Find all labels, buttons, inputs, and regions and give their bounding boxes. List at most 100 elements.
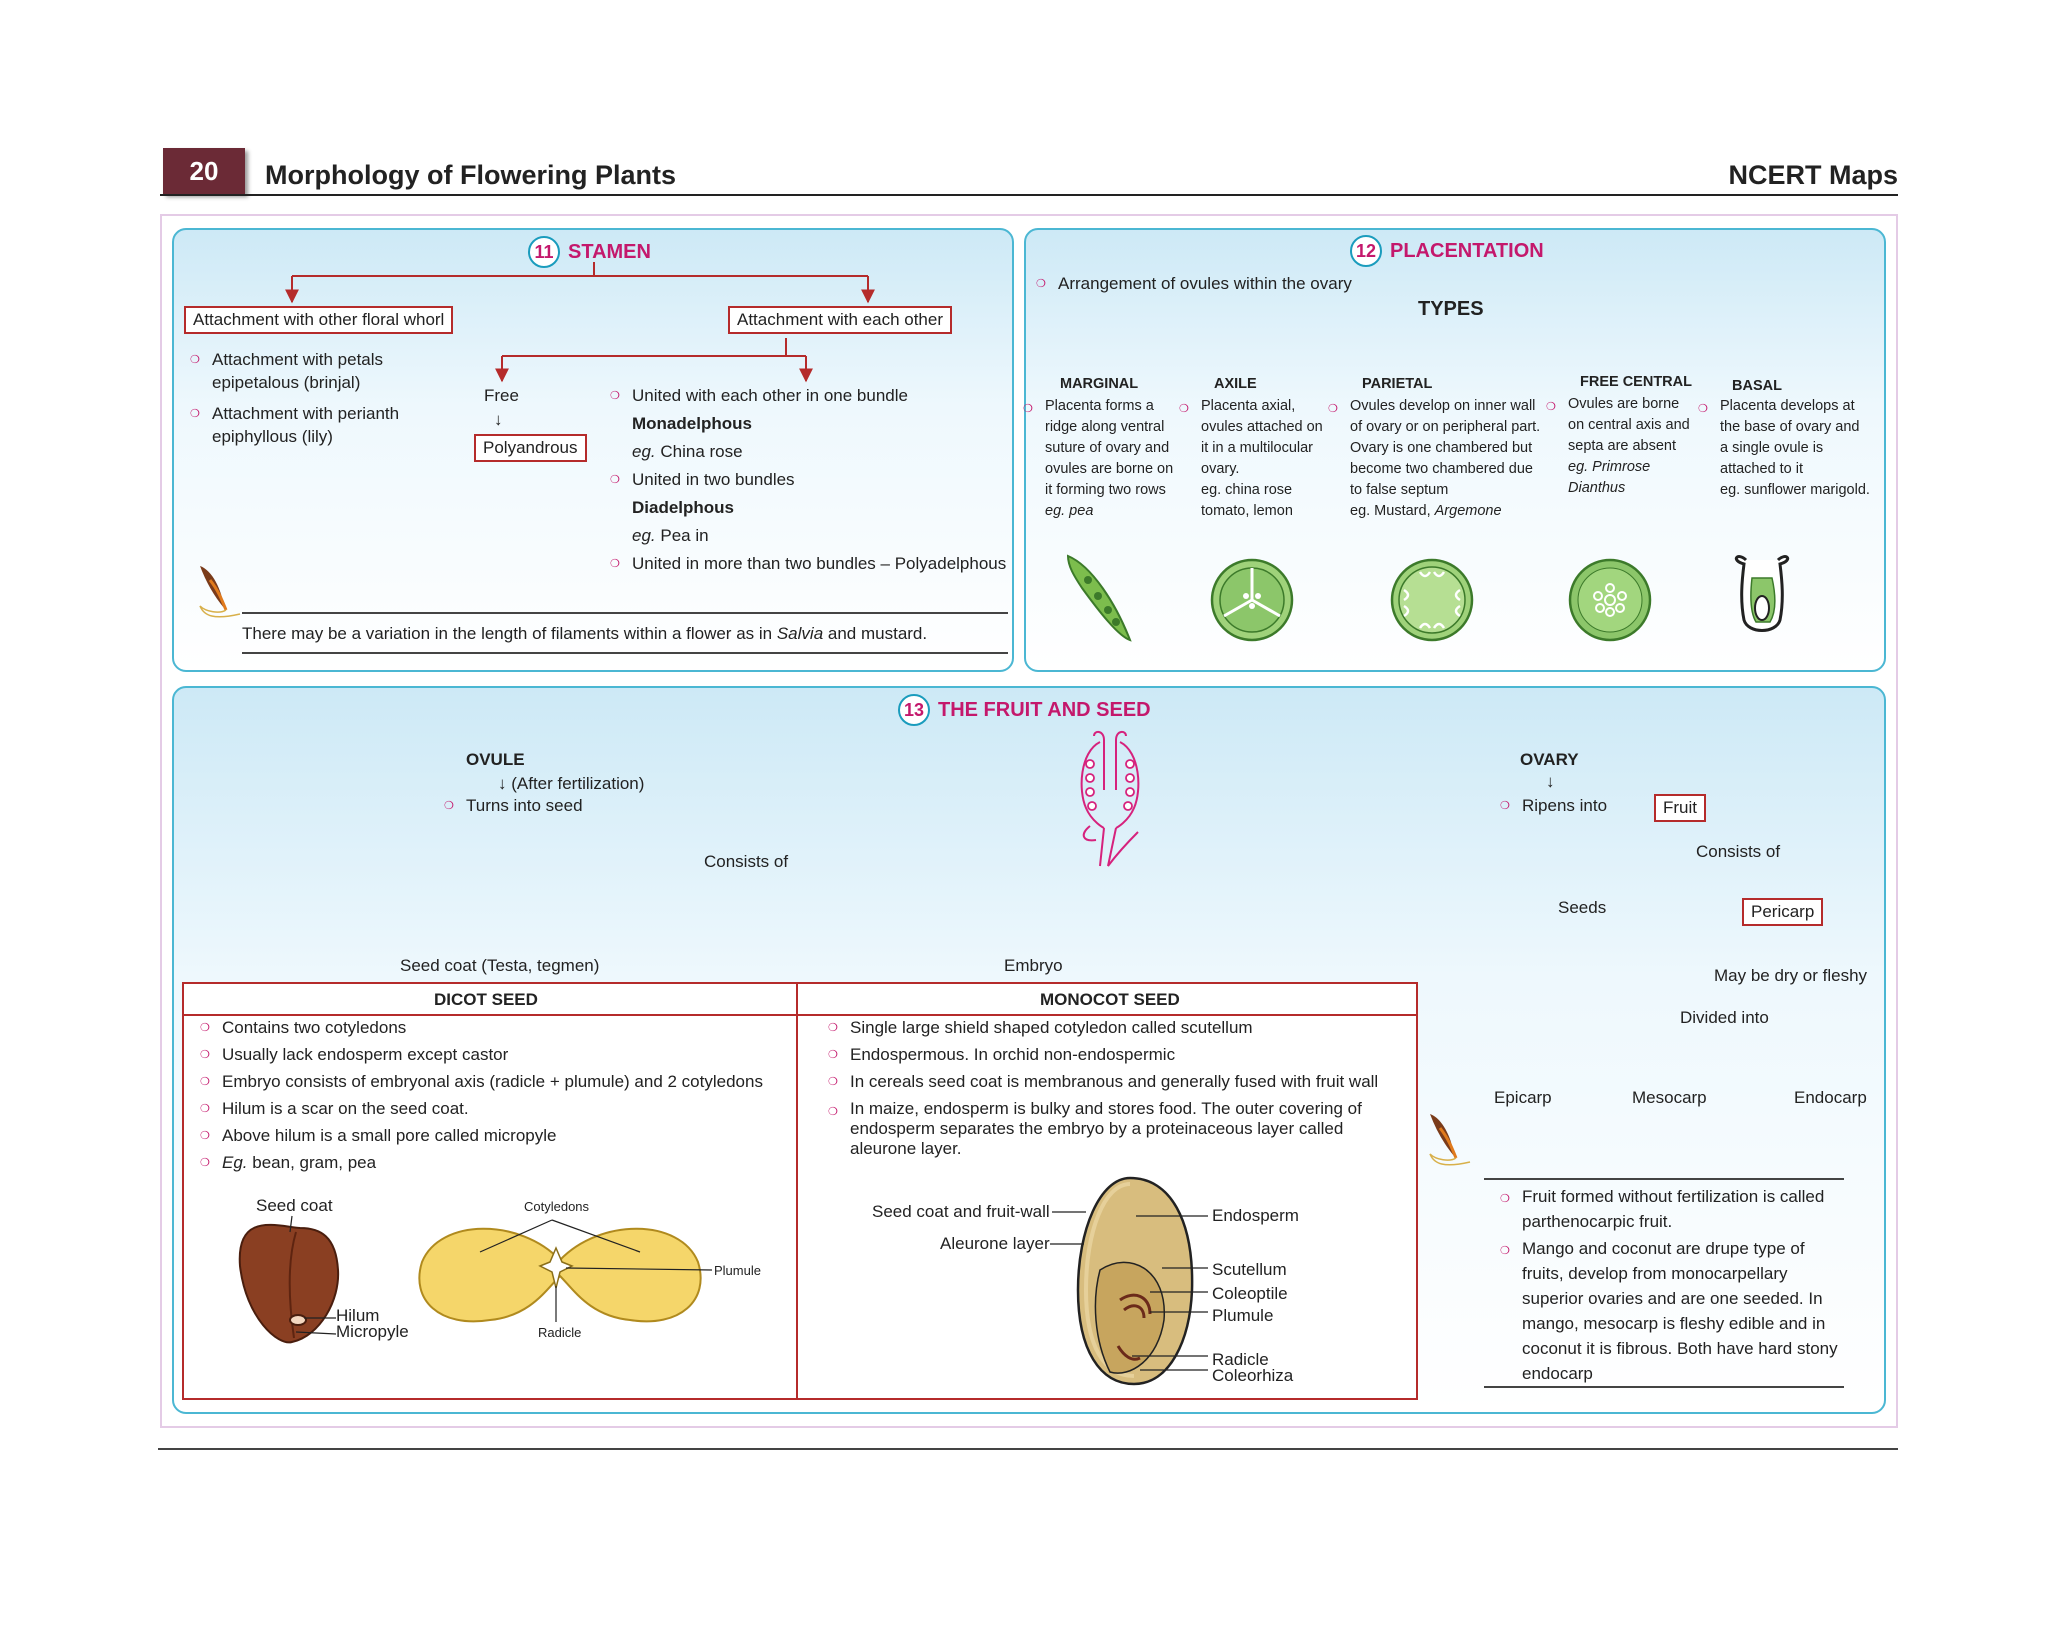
free-central-title: FREE CENTRAL: [1580, 374, 1692, 390]
plumule-label: Plumule: [714, 1263, 761, 1278]
dicot-point-3: Embryo consists of embryonal axis (radic…: [200, 1072, 763, 1092]
ovary-label: OVARY: [1520, 750, 1579, 769]
basal-desc: Placenta develops at the base of ovary a…: [1698, 396, 1870, 501]
page-title: Morphology of Flowering Plants: [265, 160, 676, 190]
endosperm-label: Endosperm: [1212, 1206, 1299, 1225]
pea-pod-icon: [1066, 554, 1132, 642]
eg-pea: eg. Pea in: [632, 526, 709, 545]
ripens-into: Ripens into: [1500, 796, 1607, 816]
monocot-title: MONOCOT SEED: [1040, 990, 1180, 1009]
united-one-bundle: United with each other in one bundle: [610, 386, 908, 406]
free-arrow: ↓: [494, 410, 503, 429]
monocot-point-4: In maize, endosperm is bulky and stores …: [828, 1099, 1362, 1159]
section-title: THE FRUIT AND SEED: [938, 698, 1151, 721]
stamen-note: There may be a variation in the length o…: [242, 624, 928, 643]
section-number: 11: [528, 236, 560, 268]
dicot-point-4: Hilum is a scar on the seed coat.: [200, 1099, 469, 1119]
page-number-badge: 20: [163, 148, 245, 194]
free-label: Free: [484, 386, 519, 405]
monocot-point-1: Single large shield shaped cotyledon cal…: [828, 1018, 1253, 1038]
diadelphous-label: Diadelphous: [632, 498, 735, 517]
fruit-note-rule-top: [1484, 1178, 1844, 1180]
monocot-point-3: In cereals seed coat is membranous and g…: [828, 1072, 1378, 1092]
seed-coat-label: Seed coat (Testa, tegmen): [400, 956, 600, 975]
basal-ovary-icon: [1734, 555, 1790, 632]
free-central-desc: Ovules are borne on central axis and sep…: [1546, 394, 1690, 499]
seeds-label: Seeds: [1558, 898, 1607, 917]
fruit-note-rule-bottom: [1484, 1386, 1844, 1388]
mesocarp-label: Mesocarp: [1632, 1088, 1707, 1107]
consists-of-label-2: Consists of: [1696, 842, 1781, 861]
parietal-section-icon: [1390, 558, 1474, 642]
scutellum-label: Scutellum: [1212, 1260, 1287, 1279]
dicot-title: DICOT SEED: [434, 990, 538, 1009]
mono-radicle-label: Radicle: [1212, 1350, 1269, 1369]
stamen-note-rule-top: [242, 612, 1008, 614]
section-title: STAMEN: [568, 240, 651, 263]
free-central-section-icon: [1568, 558, 1652, 642]
parthenocarpic-note: Fruit formed without fertilization is ca…: [1500, 1184, 1824, 1234]
axile-section-icon: [1210, 558, 1294, 642]
placentation-title: 12 PLACENTATION: [1350, 235, 1544, 267]
section-number: 12: [1350, 235, 1382, 267]
box-polyandrous: Polyandrous: [474, 434, 587, 462]
cotyledon-icon: [418, 1227, 702, 1323]
dicot-title-rule: [182, 1014, 1416, 1016]
axile-title: AXILE: [1214, 376, 1257, 392]
stamen-note-rule-bottom: [242, 652, 1008, 654]
series-title: NCERT Maps: [1728, 160, 1898, 190]
united-two-bundles: United in two bundles: [610, 470, 794, 490]
dicot-point-1: Contains two cotyledons: [200, 1018, 406, 1038]
radicle-label: Radicle: [538, 1325, 582, 1340]
drupe-note: Mango and coconut are drupe type of frui…: [1500, 1236, 1838, 1386]
fruit-seed-title: 13 THE FRUIT AND SEED: [898, 694, 1151, 726]
content-frame: [160, 214, 1898, 1428]
marginal-desc: Placenta forms a ridge along ventral sut…: [1023, 396, 1173, 522]
consists-of-label: Consists of: [704, 852, 789, 871]
parietal-desc: Ovules develop on inner wall of ovary or…: [1328, 396, 1540, 522]
dicot-point-5: Above hilum is a small pore called micro…: [200, 1126, 557, 1146]
mono-seed-coat-label: Seed coat and fruit-wall: [872, 1202, 1050, 1221]
dry-fleshy: May be dry or fleshy: [1714, 966, 1868, 985]
coleoptile-label: Coleoptile: [1212, 1284, 1288, 1303]
monadelphous-label: Monadelphous: [632, 414, 752, 433]
maize-grain-icon: [1076, 1176, 1194, 1386]
united-more-bundles: United in more than two bundles – Polyad…: [610, 554, 1006, 574]
turns-into-seed: Turns into seed: [444, 796, 582, 816]
section-title: PLACENTATION: [1390, 239, 1544, 262]
dicot-seed-coat-label: Seed coat: [256, 1196, 333, 1215]
endocarp-label: Endocarp: [1794, 1088, 1867, 1107]
dicot-point-6: Eg. bean, gram, pea: [200, 1153, 376, 1173]
eg-china-rose: eg. China rose: [632, 442, 743, 461]
box-each-other: Attachment with each other: [728, 306, 953, 334]
placentation-intro: Arrangement of ovules within the ovary: [1036, 274, 1352, 294]
axile-desc: Placenta axial, ovules attached on it in…: [1179, 396, 1323, 522]
box-other-floral-whorl: Attachment with other floral whorl: [184, 306, 454, 334]
after-fertilization: ↓ (After fertilization): [498, 774, 645, 793]
hilum-label: Hilum: [336, 1306, 380, 1325]
monocot-point-2: Endospermous. In orchid non-endospermic: [828, 1045, 1175, 1065]
mono-plumule-label: Plumule: [1212, 1306, 1274, 1325]
divided-into: Divided into: [1680, 1008, 1769, 1027]
dicot-point-2: Usually lack endosperm except castor: [200, 1045, 508, 1065]
footer-rule: [158, 1448, 1898, 1450]
types-label: TYPES: [1418, 298, 1484, 320]
section-number: 13: [898, 694, 930, 726]
box-pericarp: Pericarp: [1742, 898, 1824, 926]
parietal-title: PARIETAL: [1362, 376, 1433, 392]
micropyle-label: Micropyle: [336, 1322, 409, 1341]
ovary-arrow: ↓: [1546, 772, 1555, 791]
basal-title: BASAL: [1732, 378, 1782, 394]
marginal-title: MARGINAL: [1060, 376, 1139, 392]
box-fruit: Fruit: [1654, 794, 1706, 822]
coleorhiza-label: Coleorhiza: [1212, 1366, 1294, 1385]
header-rule: [160, 194, 1898, 196]
